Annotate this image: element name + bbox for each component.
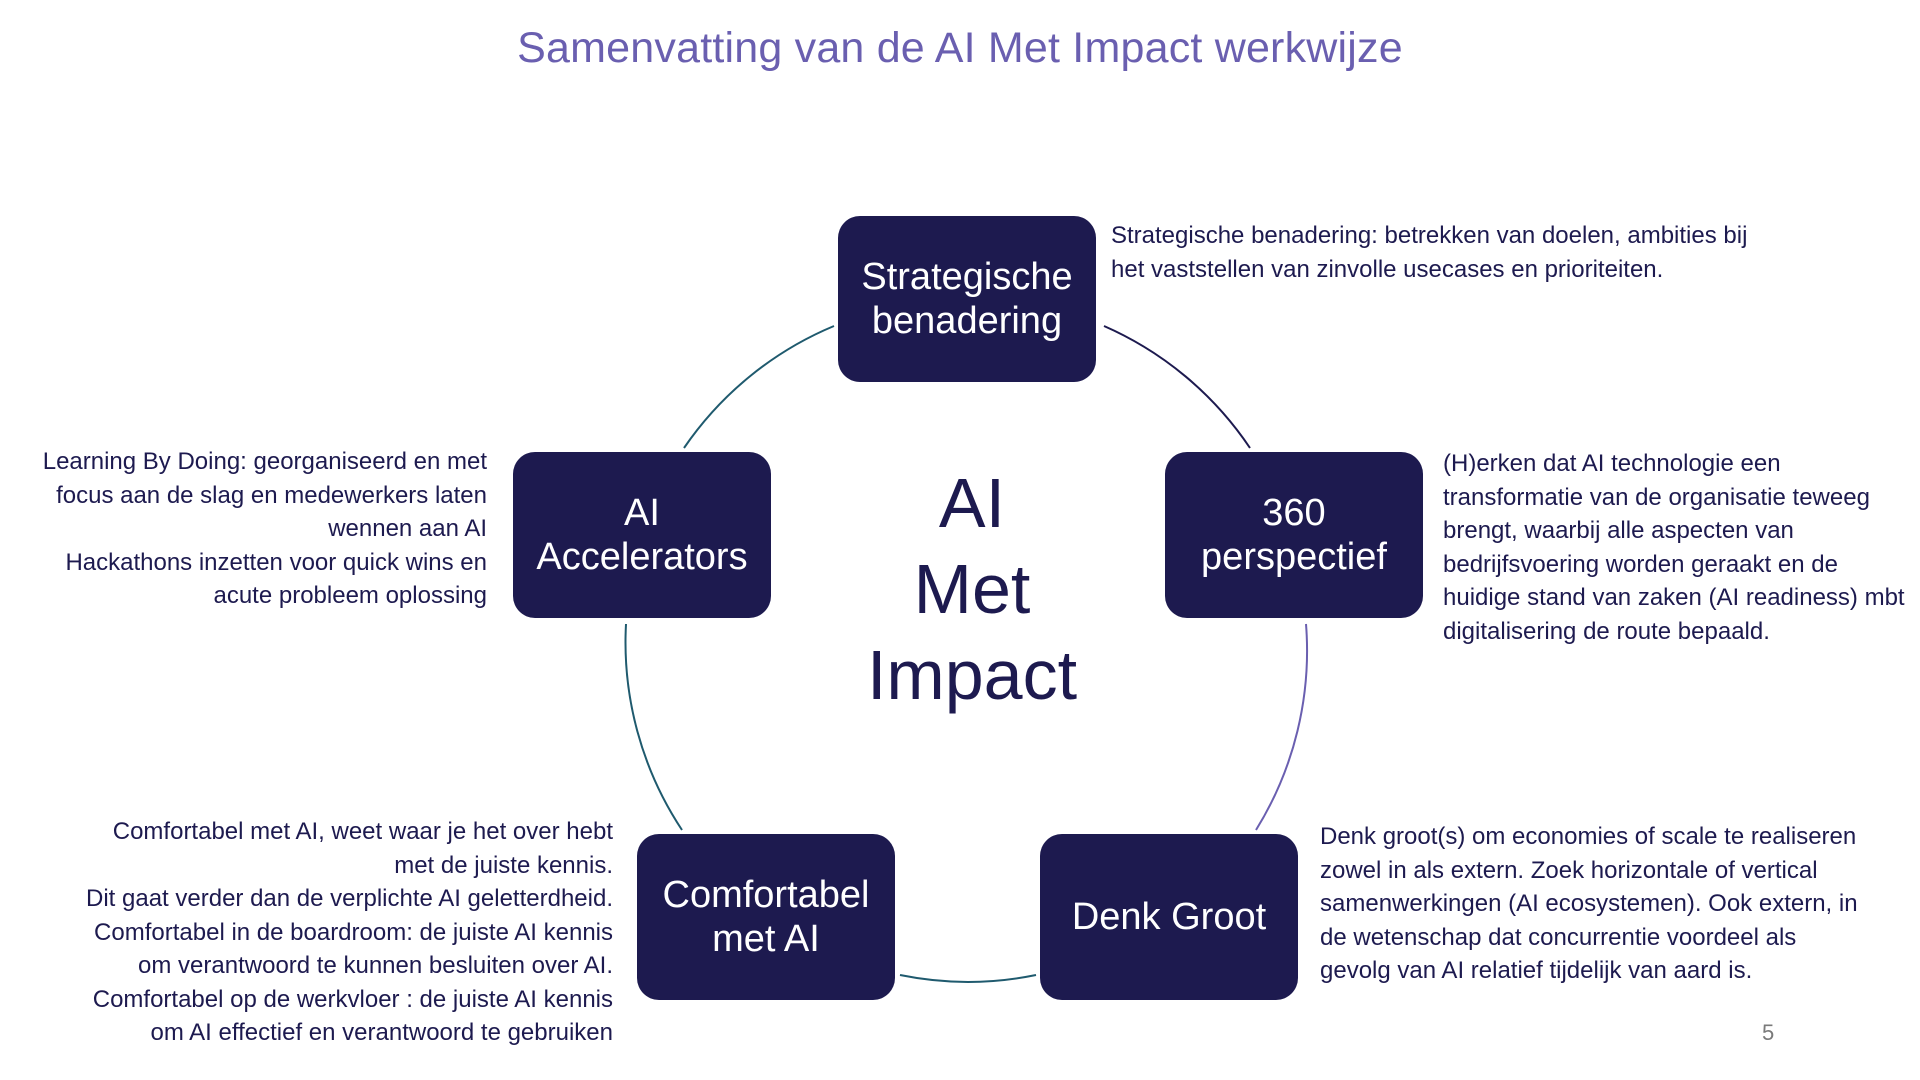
node-strategic-label: Strategische benadering [861, 256, 1073, 342]
desc-strategic: Strategische benadering: betrekken van d… [1111, 222, 1748, 283]
node-accelerators: AI Accelerators [513, 452, 771, 618]
arc-top-to-right [1103, 325, 1251, 449]
node-think-big-label: Denk Groot [1071, 896, 1267, 938]
desc-comfortable: Comfortabel met AI, weet waar je het ove… [86, 818, 613, 1046]
node-comfortable-label: Comfortabel met AI [662, 874, 870, 960]
center-label: AI Met Impact [866, 464, 1078, 714]
desc-perspective: (H)erken dat AI technologie een transfor… [1443, 450, 1905, 645]
node-think-big: Denk Groot [1040, 834, 1298, 1000]
node-comfortable: Comfortabel met AI [637, 834, 895, 1000]
arc-right-to-bottom-right [1255, 623, 1309, 831]
arc-bottom [899, 974, 1037, 983]
arc-left-to-top [683, 325, 835, 449]
node-perspective: 360 perspectief [1165, 452, 1423, 618]
desc-think-big: Denk groot(s) om economies of scale te r… [1320, 823, 1858, 984]
slide-title: Samenvatting van de AI Met Impact werkwi… [517, 24, 1403, 72]
page-number: 5 [1762, 1020, 1775, 1045]
node-strategic: Strategische benadering [838, 216, 1096, 382]
node-perspective-label: 360 perspectief [1201, 492, 1387, 578]
node-accelerators-label: AI Accelerators [536, 492, 748, 578]
desc-accelerators: Learning By Doing: georganiseerd en met … [42, 448, 487, 609]
arc-bottom-left-to-left [624, 623, 683, 831]
